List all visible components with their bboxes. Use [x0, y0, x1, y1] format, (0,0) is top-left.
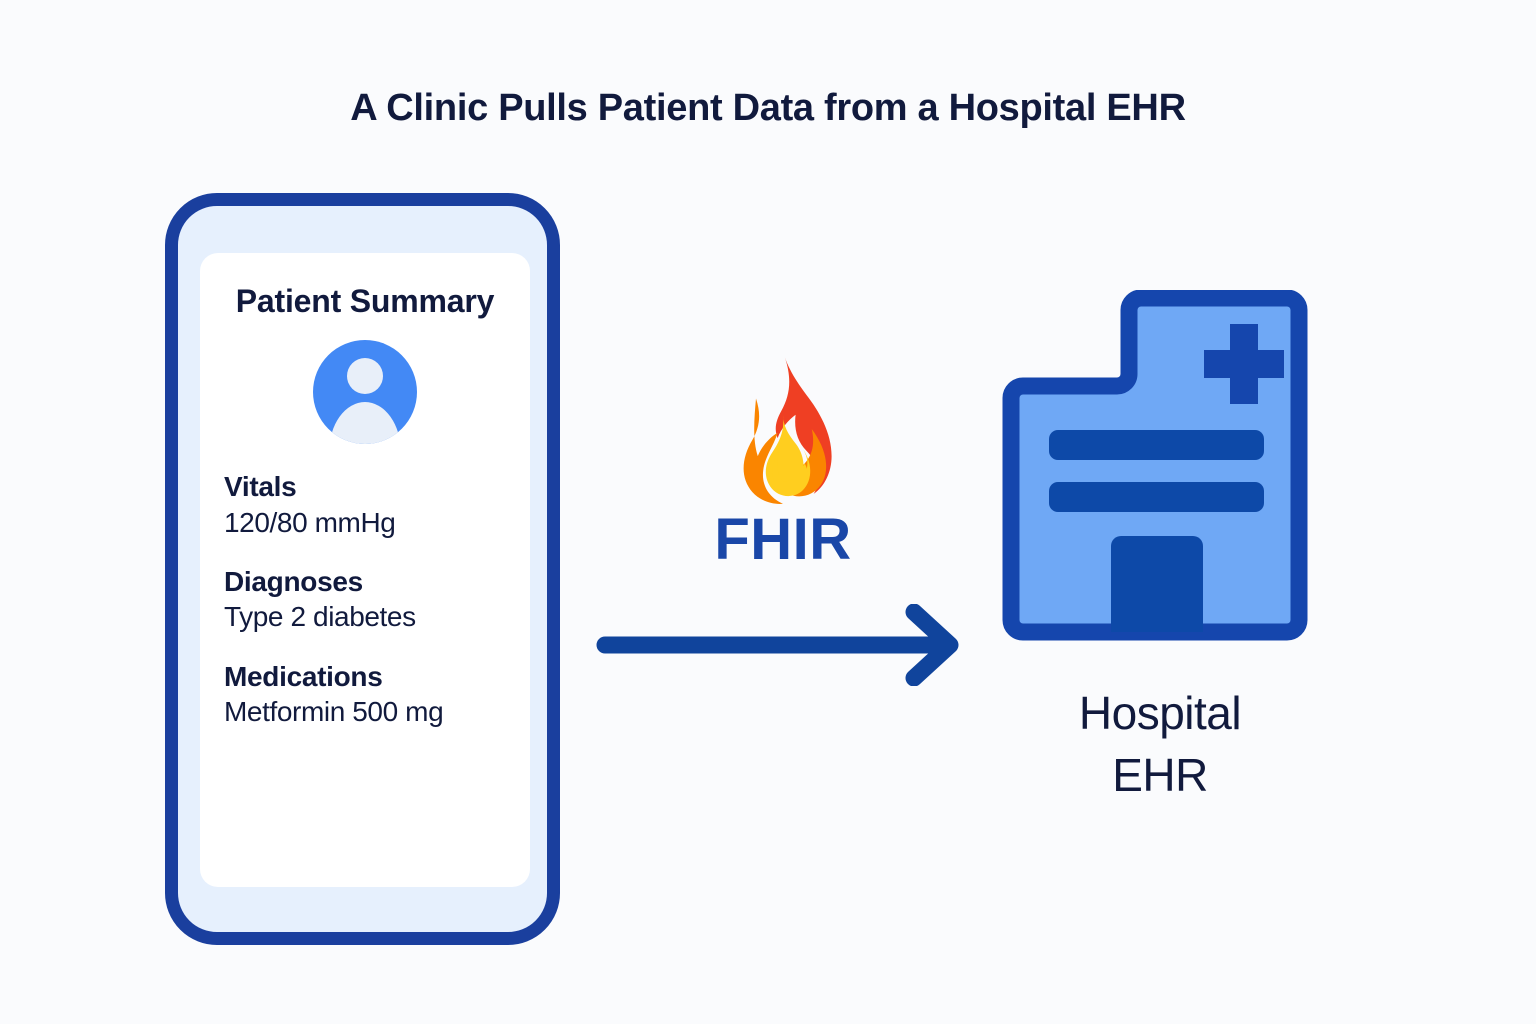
medical-cross-icon [1204, 324, 1284, 404]
field-label-diagnoses: Diagnoses [224, 565, 363, 597]
field-value-vitals: 120/80 mmHg [224, 506, 396, 538]
patient-field-list: Vitals 120/80 mmHg Diagnoses Type 2 diab… [224, 470, 530, 730]
list-item: Vitals 120/80 mmHg [224, 470, 530, 541]
fhir-flame-icon [743, 357, 832, 504]
hospital-label-line1: Hospital [1078, 687, 1242, 739]
hospital-ehr-label: Hospital EHR [1000, 682, 1320, 806]
arrow-right-icon [596, 604, 959, 686]
list-item: Diagnoses Type 2 diabetes [224, 565, 530, 636]
avatar-head-shape [347, 358, 383, 395]
fhir-standard-block: FHIR [603, 355, 963, 569]
field-label-medications: Medications [224, 660, 383, 692]
phone-mockup: Patient Summary Vitals 120/80 mmHg Diagn… [165, 193, 560, 945]
hospital-bar-2 [1049, 482, 1264, 512]
field-value-medications: Metformin 500 mg [224, 695, 444, 727]
hospital-label-line2: EHR [1112, 749, 1208, 802]
avatar-wrap [200, 340, 530, 445]
field-label-vitals: Vitals [224, 471, 297, 503]
field-value-diagnoses: Type 2 diabetes [224, 601, 416, 633]
hospital-bar-1 [1049, 430, 1264, 460]
patient-summary-card: Patient Summary Vitals 120/80 mmHg Diagn… [200, 253, 530, 887]
fhir-label: FHIR [714, 507, 852, 572]
page-title: A Clinic Pulls Patient Data from a Hospi… [350, 87, 1186, 129]
list-item: Medications Metformin 500 mg [224, 660, 530, 731]
card-title: Patient Summary [235, 283, 495, 319]
hospital-door [1111, 536, 1203, 632]
avatar-body-shape [329, 402, 401, 445]
person-avatar-icon [313, 340, 417, 445]
hospital-building-icon [1002, 290, 1308, 641]
